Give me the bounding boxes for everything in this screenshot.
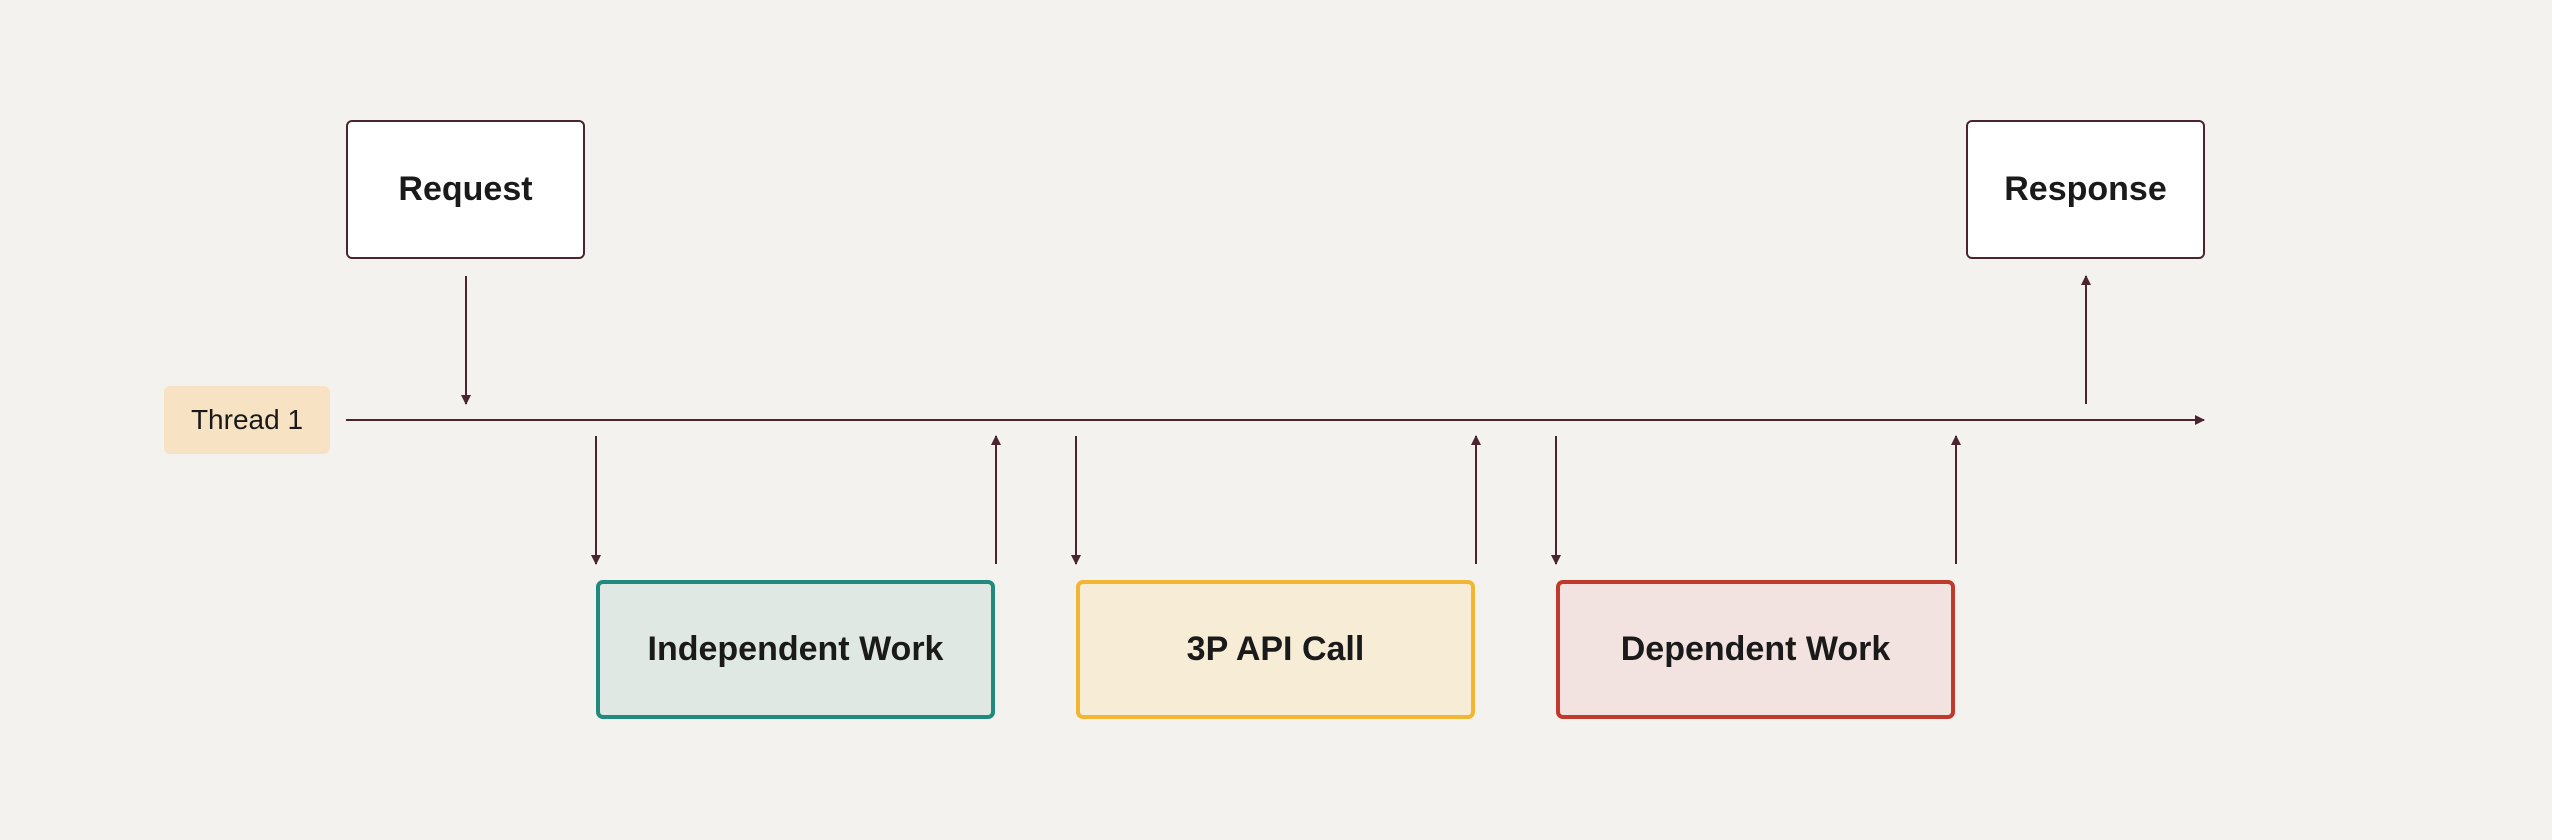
thread-label: Thread 1 <box>164 386 330 454</box>
independent-work-label: Independent Work <box>647 630 944 668</box>
request-label: Request <box>398 170 533 208</box>
response-label: Response <box>2004 170 2167 208</box>
api-call-box: 3P API Call <box>1076 580 1475 719</box>
dependent-work-label: Dependent Work <box>1620 630 1891 668</box>
request-box: Request <box>346 120 585 259</box>
response-box: Response <box>1966 120 2205 259</box>
dependent-work-box: Dependent Work <box>1556 580 1955 719</box>
api-call-label: 3P API Call <box>1186 630 1365 668</box>
independent-work-box: Independent Work <box>596 580 995 719</box>
